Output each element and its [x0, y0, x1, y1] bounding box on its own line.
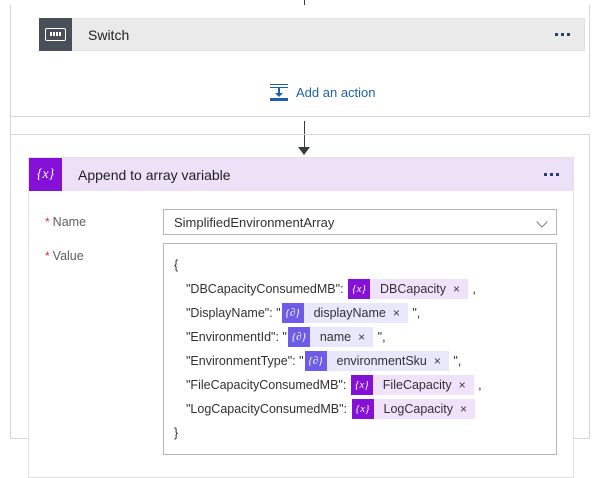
expression-icon: {∂}	[287, 327, 310, 347]
token-body: DBCapacity ×	[370, 279, 469, 299]
expression-token[interactable]: {∂} name ×	[287, 327, 374, 347]
expression-icon: {∂}	[304, 351, 327, 371]
token-body: LogCapacity ×	[373, 399, 476, 419]
token-remove-icon[interactable]: ×	[392, 306, 400, 320]
append-card-body: * Name SimplifiedEnvironmentArray * Valu…	[29, 191, 573, 477]
json-key-text: "EnvironmentId": "	[186, 330, 287, 344]
variable-token[interactable]: {x} DBCapacity ×	[348, 279, 469, 299]
append-card-header[interactable]: {x} Append to array variable	[29, 158, 573, 191]
json-key-text: "DisplayName": "	[186, 306, 281, 320]
add-action-icon	[270, 83, 288, 101]
value-json-line: "DisplayName": "{∂} displayName × ",	[174, 301, 546, 325]
expression-token[interactable]: {∂} environmentSku ×	[304, 351, 449, 371]
variable-icon: {x}	[350, 375, 373, 395]
switch-card-title: Switch	[88, 26, 130, 43]
switch-card-menu-button[interactable]	[555, 33, 570, 36]
name-field-label: * Name	[45, 209, 163, 229]
json-suffix-text: ",	[408, 306, 421, 320]
expression-icon: {∂}	[281, 303, 304, 323]
value-input[interactable]: { "DBCapacityConsumedMB": {x} DBCapacity × …	[163, 243, 557, 455]
token-body: FileCapacity ×	[372, 375, 474, 395]
add-an-action-button[interactable]: Add an action	[270, 83, 376, 101]
token-body: displayName ×	[303, 303, 408, 323]
token-remove-icon[interactable]: ×	[453, 282, 461, 296]
name-field-row: * Name SimplifiedEnvironmentArray	[45, 209, 557, 235]
value-json-line: "EnvironmentId": "{∂} name × ",	[174, 325, 546, 349]
token-label: DBCapacity	[380, 282, 447, 296]
variable-icon: {x}	[29, 158, 62, 191]
json-key-text: {	[174, 258, 179, 272]
json-suffix-text: ,	[469, 282, 476, 296]
name-label-text: Name	[52, 215, 87, 229]
append-card-menu-button[interactable]	[544, 173, 559, 176]
token-label: LogCapacity	[383, 402, 454, 416]
value-json-line: "FileCapacityConsumedMB": {x}FileCapacit…	[174, 373, 546, 397]
json-suffix-text: ",	[374, 330, 386, 344]
switch-scope-container: Switch Add an action	[10, 5, 590, 117]
switch-icon-glyph	[45, 27, 66, 41]
token-body: name ×	[309, 327, 374, 347]
variable-icon: {x}	[348, 279, 371, 299]
connector-arrow-middle	[298, 147, 310, 155]
token-body: environmentSku ×	[326, 351, 449, 371]
json-key-text: "LogCapacityConsumedMB":	[186, 402, 351, 416]
value-json-line: }	[174, 421, 546, 445]
token-remove-icon[interactable]: ×	[358, 330, 366, 344]
token-label: environmentSku	[336, 354, 427, 368]
token-label: FileCapacity	[382, 378, 452, 392]
token-remove-icon[interactable]: ×	[458, 378, 466, 392]
token-remove-icon[interactable]: ×	[433, 354, 441, 368]
variable-token[interactable]: {x} LogCapacity ×	[351, 399, 476, 419]
switch-icon	[39, 17, 72, 51]
append-card-title: Append to array variable	[78, 166, 231, 183]
value-json-line: "EnvironmentType": "{∂} environmentSku × "…	[174, 349, 546, 373]
variable-token[interactable]: {x} FileCapacity ×	[350, 375, 474, 395]
json-key-text: "FileCapacityConsumedMB":	[186, 378, 350, 392]
value-json-line: {	[174, 253, 546, 277]
name-dropdown[interactable]: SimplifiedEnvironmentArray	[163, 209, 557, 235]
add-an-action-label: Add an action	[296, 84, 376, 100]
name-selected-value: SimplifiedEnvironmentArray	[174, 214, 335, 230]
json-key-text: "EnvironmentType": "	[186, 354, 304, 368]
token-label: displayName	[313, 306, 386, 320]
chevron-down-icon[interactable]	[538, 217, 548, 227]
connector-line-top	[304, 0, 305, 7]
value-field-row: * Value {"DBCapacityConsumedMB": {x}DBCa…	[45, 243, 557, 455]
json-suffix-text: ",	[449, 354, 462, 368]
json-key-text: }	[174, 426, 179, 440]
json-key-text: "DBCapacityConsumedMB":	[186, 282, 348, 296]
switch-action-card[interactable]: Switch	[39, 17, 585, 51]
append-to-array-variable-card[interactable]: {x} Append to array variable * Name Simp…	[28, 157, 574, 478]
value-json-line: "DBCapacityConsumedMB": {x} DBCapacity × ,	[174, 277, 546, 301]
value-field-label: * Value	[45, 243, 163, 263]
value-json-line: "LogCapacityConsumedMB": {x} LogCapacity ×	[174, 397, 546, 421]
connector-line-middle	[304, 121, 305, 149]
token-remove-icon[interactable]: ×	[460, 402, 468, 416]
variable-icon: {x}	[351, 399, 374, 419]
scope-gap-left-edge	[10, 117, 11, 134]
value-required-asterisk: *	[45, 249, 50, 263]
expression-token[interactable]: {∂} displayName ×	[281, 303, 408, 323]
value-label-text: Value	[52, 249, 84, 263]
json-suffix-text: ,	[474, 378, 482, 392]
name-required-asterisk: *	[45, 215, 50, 229]
token-label: name	[319, 330, 352, 344]
